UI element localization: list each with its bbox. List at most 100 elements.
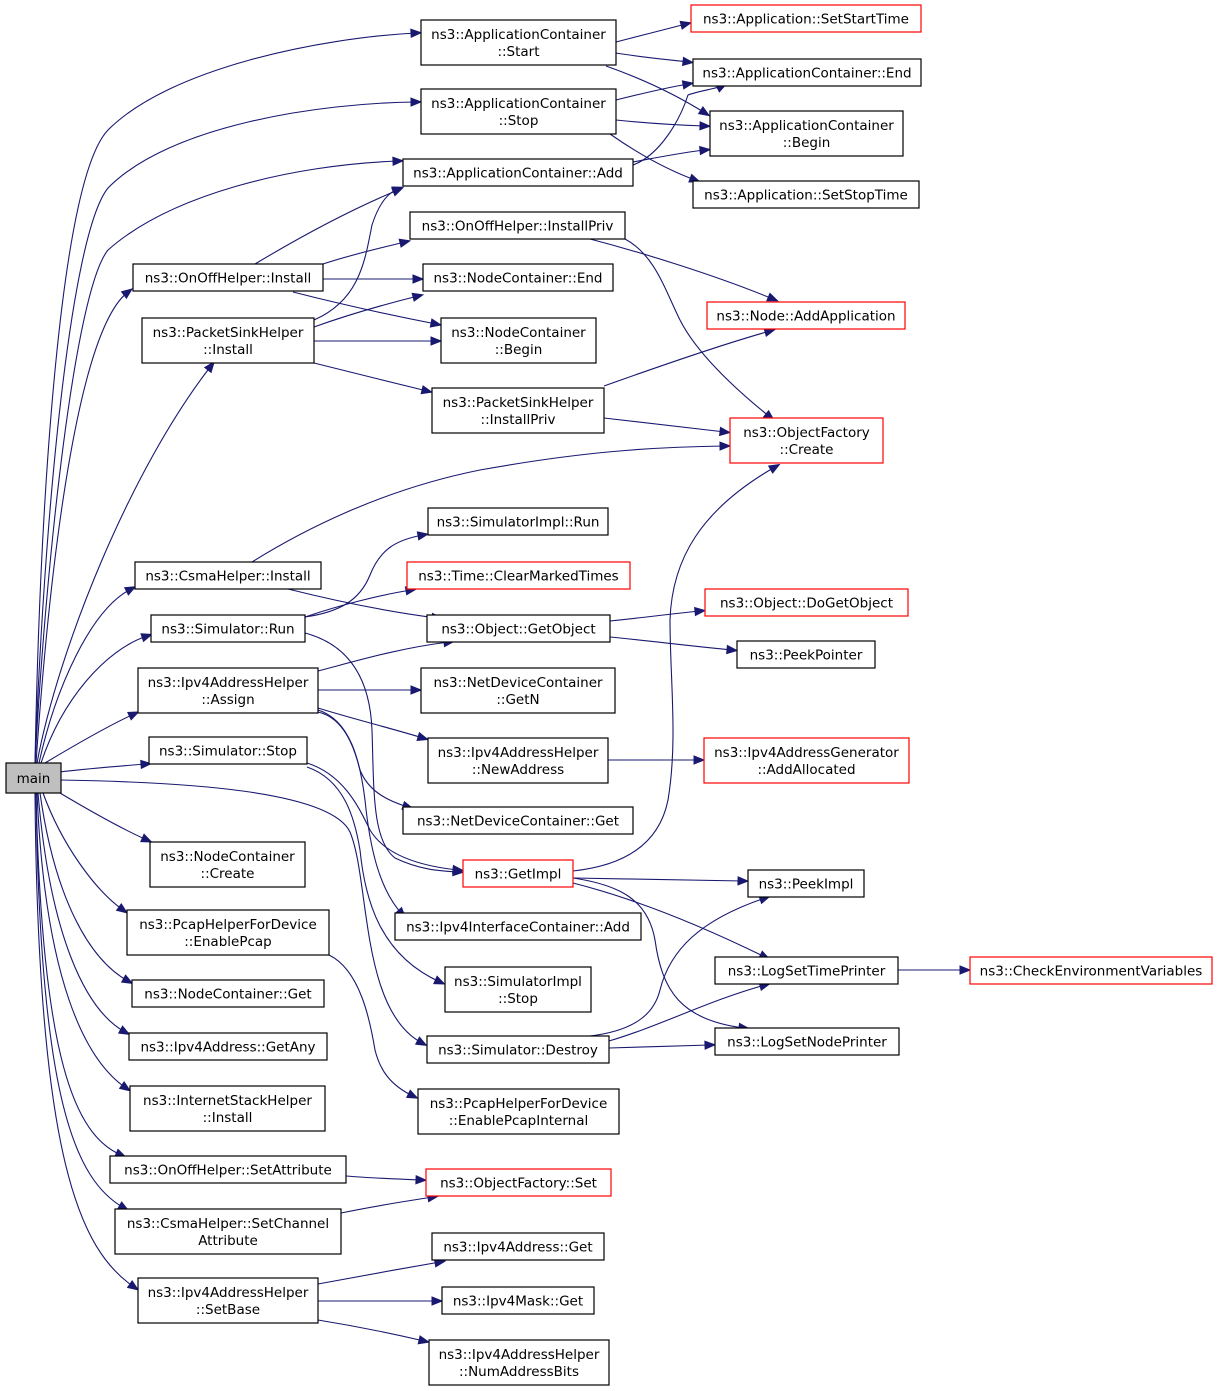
node-pcapEnable[interactable]: ns3::PcapHelperForDevice::EnablePcap <box>126 909 330 956</box>
node-box <box>417 1088 620 1135</box>
node-label: ns3::Ipv4AddressGenerator <box>714 745 899 761</box>
node-simImplStop[interactable]: ns3::SimulatorImpl::Stop <box>444 966 592 1013</box>
node-label: ns3::Object::DoGetObject <box>720 596 893 612</box>
node-appSetStop[interactable]: ns3::Application::SetStopTime <box>692 180 920 209</box>
node-label: ::Begin <box>495 342 543 358</box>
node-label: ns3::SimulatorImpl::Run <box>437 515 600 531</box>
node-label: ::Stop <box>498 991 538 1007</box>
node-simRun[interactable]: ns3::Simulator::Run <box>150 614 306 643</box>
edge-psInstall-to-psInstallPriv <box>313 362 434 395</box>
edge-acAdd-to-acBegin <box>632 145 712 163</box>
node-ipv4Assign[interactable]: ns3::Ipv4AddressHelper::Assign <box>137 667 319 714</box>
node-acStop[interactable]: ns3::ApplicationContainer::Stop <box>420 88 617 135</box>
node-box <box>426 614 611 643</box>
edge-main-to-acAdd <box>34 156 405 764</box>
node-psInstall[interactable]: ns3::PacketSinkHelper::Install <box>141 317 315 364</box>
node-ipv4GetAny[interactable]: ns3::Ipv4Address::GetAny <box>128 1032 328 1061</box>
node-label: ::Begin <box>783 135 831 151</box>
arrowhead <box>115 902 129 914</box>
edge-ooInstallPriv-to-nodeAddApp <box>589 238 779 302</box>
node-box <box>402 158 634 187</box>
node-pcapInternal[interactable]: ns3::PcapHelperForDevice::EnablePcapInte… <box>417 1088 620 1135</box>
node-box <box>420 667 616 714</box>
node-label: ns3::Ipv4AddressHelper <box>148 1285 309 1301</box>
node-ofCreate[interactable]: ns3::ObjectFactory::Create <box>729 417 884 464</box>
node-label: ns3::SimulatorImpl <box>454 974 582 990</box>
edge-acStop-to-appSetStop <box>609 133 701 183</box>
node-main[interactable]: main <box>5 762 62 794</box>
node-objGetObject[interactable]: ns3::Object::GetObject <box>426 614 611 643</box>
node-ncEnd[interactable]: ns3::NodeContainer::End <box>422 263 614 292</box>
node-ooInstall[interactable]: ns3::OnOffHelper::Install <box>132 263 324 292</box>
node-ndcGet[interactable]: ns3::NetDeviceContainer::Get <box>402 806 634 835</box>
node-ooInstallPriv[interactable]: ns3::OnOffHelper::InstallPriv <box>409 211 626 240</box>
edge-ipv4SetBase-to-numBits <box>317 1319 431 1345</box>
node-acEnd[interactable]: ns3::ApplicationContainer::End <box>692 58 922 87</box>
node-psInstallPriv[interactable]: ns3::PacketSinkHelper::InstallPriv <box>431 387 605 434</box>
node-simImplRun[interactable]: ns3::SimulatorImpl::Run <box>427 507 609 536</box>
node-acStart[interactable]: ns3::ApplicationContainer::Start <box>420 19 617 66</box>
arrowhead <box>140 759 153 770</box>
arrowhead <box>414 1036 428 1046</box>
node-box <box>703 737 910 784</box>
node-ipv4GenAlloc[interactable]: ns3::Ipv4AddressGenerator::AddAllocated <box>703 737 910 784</box>
node-ncCreate[interactable]: ns3::NodeContainer::Create <box>149 841 306 888</box>
arrowhead <box>704 1040 717 1050</box>
node-ishInstall[interactable]: ns3::InternetStackHelper::Install <box>129 1085 326 1132</box>
node-box <box>150 614 306 643</box>
node-label: ::NewAddress <box>472 762 564 778</box>
node-box <box>141 317 315 364</box>
node-label: ns3::CsmaHelper::SetChannel <box>127 1216 329 1232</box>
node-logTime[interactable]: ns3::LogSetTimePrinter <box>714 956 899 985</box>
node-ndcGetN[interactable]: ns3::NetDeviceContainer::GetN <box>420 667 616 714</box>
node-csmaInstall[interactable]: ns3::CsmaHelper::Install <box>134 561 322 590</box>
edge-main-to-psInstall <box>36 360 215 764</box>
arrowhead <box>694 606 707 617</box>
node-label: ns3::Ipv4AddressHelper <box>438 745 599 761</box>
node-ooSetAttr[interactable]: ns3::OnOffHelper::SetAttribute <box>109 1155 347 1184</box>
node-objDoGet[interactable]: ns3::Object::DoGetObject <box>704 588 909 617</box>
edge-main-to-ipv4GetAny <box>37 792 131 1036</box>
node-box <box>440 317 597 364</box>
node-ncBegin[interactable]: ns3::NodeContainer::Begin <box>440 317 597 364</box>
node-maskGet[interactable]: ns3::Ipv4Mask::Get <box>441 1286 595 1315</box>
node-box <box>137 1277 319 1324</box>
node-label: ns3::Ipv4Address::Get <box>443 1240 592 1256</box>
node-appSetStart[interactable]: ns3::Application::SetStartTime <box>690 4 922 33</box>
node-peekImpl[interactable]: ns3::PeekImpl <box>747 869 865 898</box>
node-nodeAddApp[interactable]: ns3::Node::AddApplication <box>706 301 906 330</box>
node-simStop[interactable]: ns3::Simulator::Stop <box>148 736 308 765</box>
arrowhead <box>737 876 750 886</box>
node-getImpl[interactable]: ns3::GetImpl <box>462 859 574 888</box>
node-label: ::NumAddressBits <box>459 1364 579 1380</box>
node-label: ::Install <box>203 1110 253 1126</box>
node-label: ns3::NodeContainer <box>160 849 295 865</box>
node-ipv4SetBase[interactable]: ns3::Ipv4AddressHelper::SetBase <box>137 1277 319 1324</box>
node-ofSet[interactable]: ns3::ObjectFactory::Set <box>425 1168 612 1197</box>
node-box <box>704 588 909 617</box>
edge-simStop-to-getImpl <box>306 762 465 875</box>
node-acBegin[interactable]: ns3::ApplicationContainer::Begin <box>709 110 904 157</box>
node-logNode[interactable]: ns3::LogSetNodePrinter <box>714 1027 900 1056</box>
node-label: ns3::Simulator::Destroy <box>438 1043 598 1059</box>
node-label: ::AddAllocated <box>757 762 855 778</box>
node-checkEnv[interactable]: ns3::CheckEnvironmentVariables <box>969 956 1213 985</box>
node-peekPointer[interactable]: ns3::PeekPointer <box>736 640 876 669</box>
node-ipv4IfAdd[interactable]: ns3::Ipv4InterfaceContainer::Add <box>394 912 642 941</box>
node-box <box>126 909 330 956</box>
call-edges <box>34 20 972 1345</box>
node-box <box>5 762 62 794</box>
node-timeClear[interactable]: ns3::Time::ClearMarkedTimes <box>406 561 631 590</box>
node-numBits[interactable]: ns3::Ipv4AddressHelper::NumAddressBits <box>428 1339 610 1386</box>
node-acAdd[interactable]: ns3::ApplicationContainer::Add <box>402 158 634 187</box>
node-box <box>462 859 574 888</box>
node-ipv4Get[interactable]: ns3::Ipv4Address::Get <box>431 1232 605 1261</box>
arrowhead <box>405 1089 419 1099</box>
node-simDestroy[interactable]: ns3::Simulator::Destroy <box>426 1035 610 1064</box>
node-ncGet[interactable]: ns3::NodeContainer::Get <box>131 979 325 1008</box>
node-label: ns3::Ipv4Address::GetAny <box>140 1040 315 1056</box>
node-box <box>129 1085 326 1132</box>
node-label: main <box>17 771 51 787</box>
node-ipv4NewAddr[interactable]: ns3::Ipv4AddressHelper::NewAddress <box>427 737 609 784</box>
